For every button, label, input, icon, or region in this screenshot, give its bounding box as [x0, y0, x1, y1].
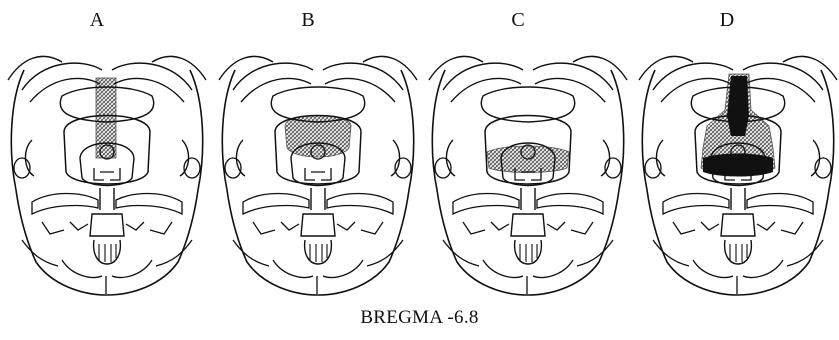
panel-label-a: A — [77, 8, 117, 32]
section-drawing — [2, 40, 212, 302]
lesion-overlay — [96, 78, 116, 158]
brain-section-b — [213, 40, 423, 302]
panel-label-c: C — [498, 8, 538, 32]
section-drawing — [423, 40, 633, 302]
section-drawing — [213, 40, 423, 302]
brain-outline — [429, 56, 627, 295]
panel-label-b: B — [288, 8, 328, 32]
panel-label-d: D — [707, 8, 747, 32]
brain-section-a — [2, 40, 212, 302]
brain-outline — [219, 56, 417, 295]
section-drawing — [633, 40, 839, 302]
bregma-caption: BREGMA -6.8 — [0, 306, 839, 330]
brain-section-c — [423, 40, 633, 302]
brain-section-d — [633, 40, 839, 302]
